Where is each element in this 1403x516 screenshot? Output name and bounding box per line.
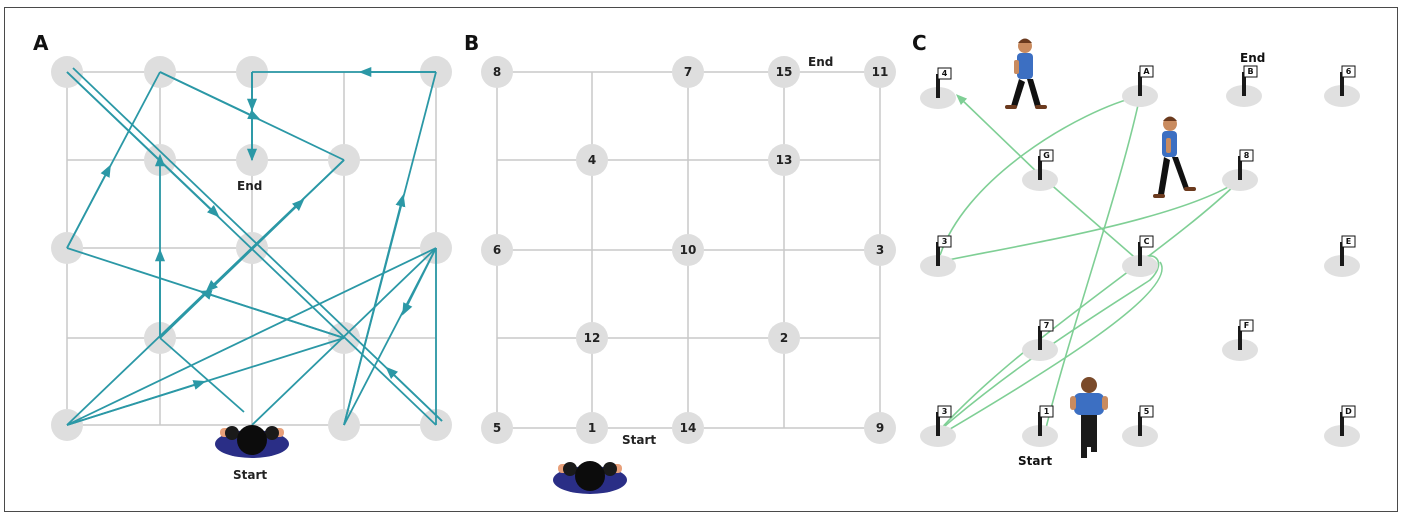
panel-c-end-label: End bbox=[1240, 51, 1265, 65]
walking-person-icon bbox=[1153, 116, 1196, 198]
node-13: 13 bbox=[768, 144, 800, 176]
flag-icon: 3 bbox=[919, 235, 957, 278]
panel-a-path bbox=[66, 66, 443, 426]
flag-icon: 8 bbox=[1221, 149, 1259, 192]
svg-text:5: 5 bbox=[493, 421, 501, 435]
panel-c: C 4 A B 6 G 8 3 C E 7 bbox=[912, 31, 1361, 468]
node-7: 7 bbox=[672, 56, 704, 88]
svg-text:15: 15 bbox=[776, 65, 793, 79]
flag-icon: 6 bbox=[1323, 65, 1361, 108]
svg-text:6: 6 bbox=[1346, 67, 1352, 76]
svg-text:11: 11 bbox=[872, 65, 889, 79]
svg-text:2: 2 bbox=[780, 331, 788, 345]
svg-text:1: 1 bbox=[1044, 407, 1050, 416]
node-10: 10 bbox=[672, 234, 704, 266]
svg-text:3: 3 bbox=[876, 243, 884, 257]
panel-b-label: B bbox=[464, 31, 479, 55]
flag-icon: B bbox=[1225, 65, 1263, 108]
svg-text:A: A bbox=[1143, 67, 1150, 76]
svg-text:6: 6 bbox=[493, 243, 501, 257]
node-2: 2 bbox=[768, 322, 800, 354]
node-9: 9 bbox=[864, 412, 896, 444]
svg-text:8: 8 bbox=[1244, 151, 1250, 160]
node-8: 8 bbox=[481, 56, 513, 88]
svg-text:13: 13 bbox=[776, 153, 793, 167]
standing-person-icon bbox=[1070, 377, 1108, 458]
panel-b: B 8 7 15 11 4 13 6 10 bbox=[464, 31, 896, 494]
panel-a-label: A bbox=[33, 31, 49, 55]
svg-text:1: 1 bbox=[588, 421, 596, 435]
panel-a: A bbox=[33, 31, 452, 482]
walking-person-icon bbox=[1005, 38, 1047, 109]
svg-text:5: 5 bbox=[1144, 407, 1150, 416]
svg-text:G: G bbox=[1043, 151, 1050, 160]
panel-c-path bbox=[937, 94, 1241, 433]
flag-icon: F bbox=[1221, 319, 1259, 362]
flags: 4 A B 6 G 8 3 C E 7 F 3 1 5 D bbox=[919, 65, 1361, 448]
svg-text:10: 10 bbox=[680, 243, 697, 257]
flag-icon: C bbox=[1121, 235, 1159, 278]
panel-a-start-label: Start bbox=[233, 468, 267, 482]
node-11: 11 bbox=[864, 56, 896, 88]
flag-icon: G bbox=[1021, 149, 1059, 192]
node-4: 4 bbox=[576, 144, 608, 176]
flag-icon: E bbox=[1323, 235, 1361, 278]
svg-text:F: F bbox=[1244, 321, 1249, 330]
svg-text:8: 8 bbox=[493, 65, 501, 79]
svg-text:E: E bbox=[1346, 237, 1351, 246]
flag-icon: 7 bbox=[1021, 319, 1059, 362]
node-14: 14 bbox=[672, 412, 704, 444]
svg-text:3: 3 bbox=[942, 407, 948, 416]
panel-b-start-label: Start bbox=[622, 433, 656, 447]
panel-c-label: C bbox=[912, 31, 927, 55]
flag-icon: A bbox=[1121, 65, 1159, 108]
node-1: 1 bbox=[576, 412, 608, 444]
flag-icon: 4 bbox=[919, 67, 957, 110]
flag-icon: 5 bbox=[1121, 405, 1159, 448]
node-12: 12 bbox=[576, 322, 608, 354]
svg-text:9: 9 bbox=[876, 421, 884, 435]
svg-text:B: B bbox=[1247, 67, 1253, 76]
node-3: 3 bbox=[864, 234, 896, 266]
flag-icon: 1 bbox=[1021, 405, 1059, 448]
svg-text:4: 4 bbox=[588, 153, 596, 167]
person-seated-icon bbox=[553, 461, 627, 494]
flag-icon: D bbox=[1323, 405, 1361, 448]
svg-text:7: 7 bbox=[684, 65, 692, 79]
svg-text:4: 4 bbox=[942, 69, 948, 78]
node-6: 6 bbox=[481, 234, 513, 266]
svg-text:14: 14 bbox=[680, 421, 697, 435]
panel-a-end-label: End bbox=[237, 179, 262, 193]
node-5: 5 bbox=[481, 412, 513, 444]
svg-text:7: 7 bbox=[1044, 321, 1050, 330]
panel-b-end-label: End bbox=[808, 55, 833, 69]
panel-c-start-label: Start bbox=[1018, 454, 1052, 468]
svg-text:3: 3 bbox=[942, 237, 948, 246]
panel-b-nodes: 8 7 15 11 4 13 6 10 3 12 2 5 1 14 9 bbox=[481, 56, 896, 444]
svg-text:D: D bbox=[1345, 407, 1352, 416]
figure-frame bbox=[4, 7, 1398, 512]
flag-icon: 3 bbox=[919, 405, 957, 448]
svg-text:C: C bbox=[1144, 237, 1150, 246]
svg-text:12: 12 bbox=[584, 331, 601, 345]
node-15: 15 bbox=[768, 56, 800, 88]
person-seated-icon bbox=[215, 425, 289, 458]
